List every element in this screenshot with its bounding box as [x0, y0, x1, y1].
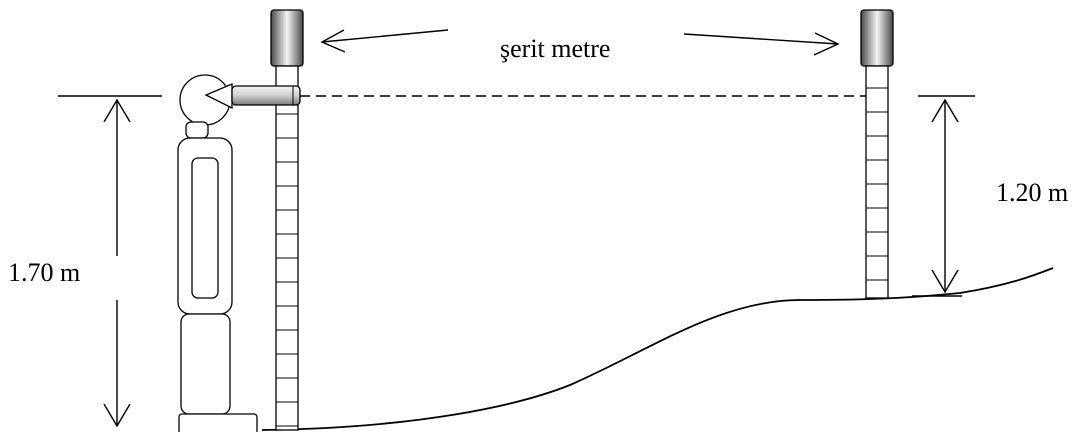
left-height-arrow	[103, 98, 131, 428]
observer-arm	[191, 157, 219, 299]
observer-legs	[180, 313, 231, 415]
tape-pointer-arrows	[320, 29, 840, 56]
left-tape-rod	[270, 9, 304, 431]
right-height-label: 1.20 m	[996, 178, 1069, 207]
observer-neck	[185, 121, 209, 139]
observer-person	[177, 74, 258, 432]
tape-label: şerit metre	[500, 34, 611, 63]
right-tape-rod	[860, 9, 894, 299]
right-height-arrow	[931, 98, 959, 294]
ground-profile	[261, 267, 1054, 431]
level-scope	[231, 85, 301, 106]
left-height-label: 1.70 m	[8, 258, 81, 287]
observer-feet	[178, 413, 258, 432]
